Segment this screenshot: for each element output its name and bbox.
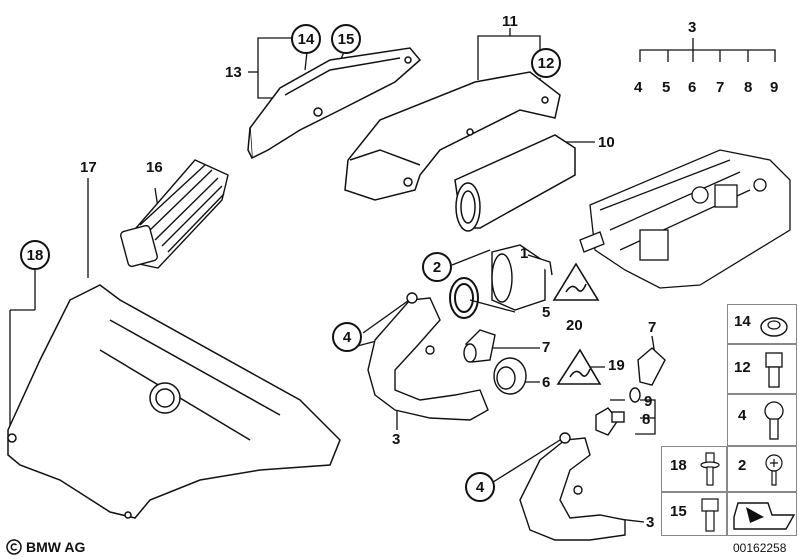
part-label-7: 7 [648, 319, 657, 336]
brand-footer: BMW AG [6, 539, 85, 555]
copyright-icon [6, 539, 22, 555]
legend-cell-4: 4 [727, 394, 797, 446]
part-callout-18: 18 [20, 240, 50, 270]
legend-cell-arrow [727, 492, 797, 536]
arrow-icon [733, 502, 796, 530]
part-label-16: 16 [146, 159, 163, 176]
part-label-6: 6 [688, 79, 697, 96]
part-callout-2: 2 [422, 252, 452, 282]
part-label-9: 9 [644, 393, 653, 410]
bolt-icon [764, 401, 784, 440]
brand-name: BMW AG [26, 539, 86, 555]
legend-number: 15 [670, 503, 687, 520]
part-label-3: 3 [646, 514, 655, 531]
part-callout-14: 14 [291, 24, 321, 54]
part-label-9: 9 [770, 79, 779, 96]
part-label-3: 3 [688, 19, 697, 36]
part-label-1: 1 [520, 245, 529, 262]
part-label-10: 10 [598, 134, 615, 151]
part-callout-4: 4 [465, 472, 495, 502]
legend-cell-14: 14 [727, 304, 797, 344]
legend-cell-18: 18 [661, 446, 727, 492]
legend-cell-15: 15 [661, 492, 727, 536]
part-label-7: 7 [542, 339, 551, 356]
hex-bolt-icon [701, 498, 719, 532]
legend-number: 4 [738, 407, 747, 424]
part-label-3: 3 [392, 431, 401, 448]
legend-number: 18 [670, 457, 687, 474]
collar-screw-icon [765, 352, 783, 388]
part-label-19: 19 [608, 357, 625, 374]
legend-number: 2 [738, 457, 747, 474]
part-label-5: 5 [662, 79, 671, 96]
legend-cell-2: 2 [727, 446, 797, 492]
part-label-20: 20 [566, 317, 583, 334]
part-label-5: 5 [542, 304, 551, 321]
legend-cell-12: 12 [727, 344, 797, 394]
part-callout-4: 4 [332, 322, 362, 352]
part-label-7: 7 [716, 79, 725, 96]
part-label-6: 6 [542, 374, 551, 391]
part-label-11: 11 [502, 13, 518, 30]
part-label-17: 17 [80, 159, 97, 176]
diagram-reference-number: 00162258 [733, 541, 787, 555]
part-callout-15: 15 [331, 24, 361, 54]
part-label-8: 8 [744, 79, 753, 96]
legend-number: 12 [734, 359, 751, 376]
legend-number: 14 [734, 313, 751, 330]
grommet-icon [760, 317, 788, 337]
part-label-13: 13 [225, 64, 242, 81]
part-callout-12: 12 [531, 48, 561, 78]
part-label-4: 4 [634, 79, 643, 96]
expansion-rivet-icon [700, 452, 720, 486]
part-label-8: 8 [642, 411, 651, 428]
clamp-screw-icon [765, 454, 783, 486]
